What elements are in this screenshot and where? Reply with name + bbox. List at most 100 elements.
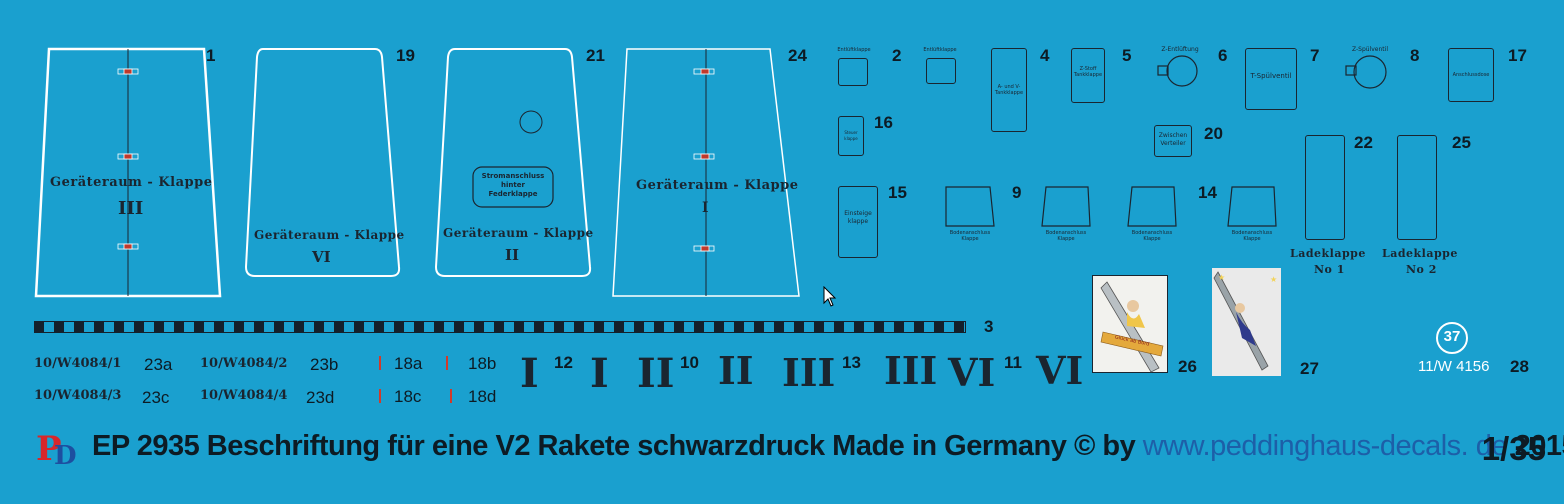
panel-21-roman: II	[505, 246, 520, 264]
svg-text:★: ★	[1218, 273, 1225, 282]
stock-code-3: 10/W4084/3	[34, 388, 122, 403]
number-26: 26	[1178, 357, 1197, 376]
hatch-25	[1397, 135, 1437, 240]
red-mark-18b	[446, 356, 448, 370]
panel-19-label: Geräteraum - Klappe	[254, 228, 405, 242]
number-10: 10	[680, 353, 699, 372]
svg-text:★: ★	[1270, 275, 1277, 284]
label-25-no: No 2	[1406, 263, 1437, 276]
footer-line: EP 2935 Beschriftung für eine V2 Rakete …	[92, 430, 1564, 463]
brand-logo: P D	[36, 428, 82, 471]
label-4: A- und V- Tankklappe	[994, 84, 1024, 96]
hatch-9a	[945, 186, 995, 227]
stock-code-2: 10/W4084/2	[200, 356, 288, 371]
panel-21-box-text: Stromanschluss hinter Federklappe	[481, 172, 545, 198]
hatch-9b	[1041, 186, 1091, 227]
number-23c: 23c	[142, 388, 170, 407]
number-19: 19	[396, 46, 415, 65]
hatch-20	[1154, 125, 1192, 157]
number-6: 6	[1218, 46, 1228, 65]
panel-21-label: Geräteraum - Klappe	[443, 226, 594, 240]
roman-13b: III	[884, 348, 938, 393]
roman-11b: VI	[1036, 348, 1084, 393]
nose-art-26: Glück ab Bord	[1092, 275, 1168, 373]
valve-6	[1157, 55, 1198, 87]
red-mark-18a	[379, 356, 381, 370]
number-23a: 23a	[144, 355, 173, 374]
red-mark-18c	[379, 389, 381, 403]
hatch-14b	[1227, 186, 1277, 227]
number-27: 27	[1300, 359, 1319, 378]
number-7: 7	[1310, 46, 1320, 65]
label-20: Zwischen Verteiler	[1158, 132, 1188, 147]
hatch-14a	[1127, 186, 1177, 227]
panel-24-outline	[612, 48, 800, 297]
number-18c: 18c	[394, 387, 422, 406]
label-14b: Bodenanschluss Klappe	[1231, 230, 1273, 242]
number-14: 14	[1198, 183, 1217, 202]
panel-24-label: Geräteraum - Klappe	[636, 178, 799, 193]
number-22: 22	[1354, 133, 1373, 152]
hatch-2a	[838, 58, 868, 86]
number-20: 20	[1204, 124, 1223, 143]
panel-24-roman: I	[702, 200, 709, 216]
roman-13a: III	[782, 350, 836, 395]
hatch-15	[838, 186, 878, 258]
footer-year: 2015	[1514, 430, 1564, 462]
number-23b: 23b	[310, 355, 339, 374]
label-6: Z-Entlüftung	[1161, 46, 1199, 53]
label-14a: Bodenanschluss Klappe	[1131, 230, 1173, 242]
number-25: 25	[1452, 133, 1471, 152]
badge-circle	[1436, 322, 1468, 354]
label-15: Einsteige klappe	[844, 210, 872, 225]
label-5: Z-Stoff Tankklappe	[1073, 66, 1103, 78]
hatch-22	[1305, 135, 1345, 240]
badge-code: 11/W 4156	[1418, 358, 1490, 375]
label-22-no: No 1	[1314, 263, 1345, 276]
number-12: 12	[554, 353, 573, 372]
label-9b: Bodenanschluss Klappe	[1045, 230, 1087, 242]
label-2a: Entlüftklappe	[837, 47, 871, 53]
panel-21-outline	[434, 48, 592, 277]
footer-title: EP 2935 Beschriftung für eine V2 Rakete …	[92, 430, 1136, 462]
label-22: Ladeklappe	[1290, 247, 1366, 260]
label-7: T-Spülventil	[1250, 72, 1292, 80]
roman-12a: I	[520, 350, 539, 397]
number-16: 16	[874, 113, 893, 132]
scale-label: 1/35	[1481, 430, 1546, 467]
number-8: 8	[1410, 46, 1420, 65]
footer-link[interactable]: www.peddinghaus-decals. de	[1142, 430, 1508, 462]
number-9: 9	[1012, 183, 1022, 202]
badge-number: 37	[1443, 328, 1461, 345]
label-2b: Entlüftklappe	[923, 47, 957, 53]
number-28: 28	[1510, 357, 1529, 376]
panel-1-roman: III	[118, 198, 144, 219]
number-24: 24	[788, 46, 807, 65]
red-mark-18d	[450, 389, 452, 403]
panel-1-label: Geräteraum - Klappe	[50, 175, 213, 190]
checker-strip-3	[34, 321, 966, 333]
svg-text:D: D	[54, 441, 77, 468]
panel-19-outline	[244, 48, 401, 277]
panel-19-roman: VI	[312, 248, 331, 266]
number-21: 21	[586, 46, 605, 65]
hatch-17	[1448, 48, 1494, 102]
hatch-2b	[926, 58, 956, 84]
number-15: 15	[888, 183, 907, 202]
stock-code-4: 10/W4084/4	[200, 388, 288, 403]
number-23d: 23d	[306, 388, 335, 407]
roman-11a: VI	[948, 350, 996, 395]
number-4: 4	[1040, 46, 1050, 65]
number-2: 2	[892, 46, 902, 65]
svg-text:P: P	[36, 429, 62, 468]
number-1: 1	[206, 46, 216, 65]
hatch-4	[991, 48, 1027, 132]
roman-10a: II	[637, 350, 675, 397]
number-17: 17	[1508, 46, 1527, 65]
number-18a: 18a	[394, 354, 423, 373]
roman-12b: I	[590, 350, 609, 397]
nose-art-27: ★ ★	[1212, 268, 1281, 376]
panel-1-outline	[34, 47, 222, 298]
label-17: Anschlussdose	[1452, 72, 1490, 78]
label-9a: Bodenanschluss Klappe	[949, 230, 991, 242]
